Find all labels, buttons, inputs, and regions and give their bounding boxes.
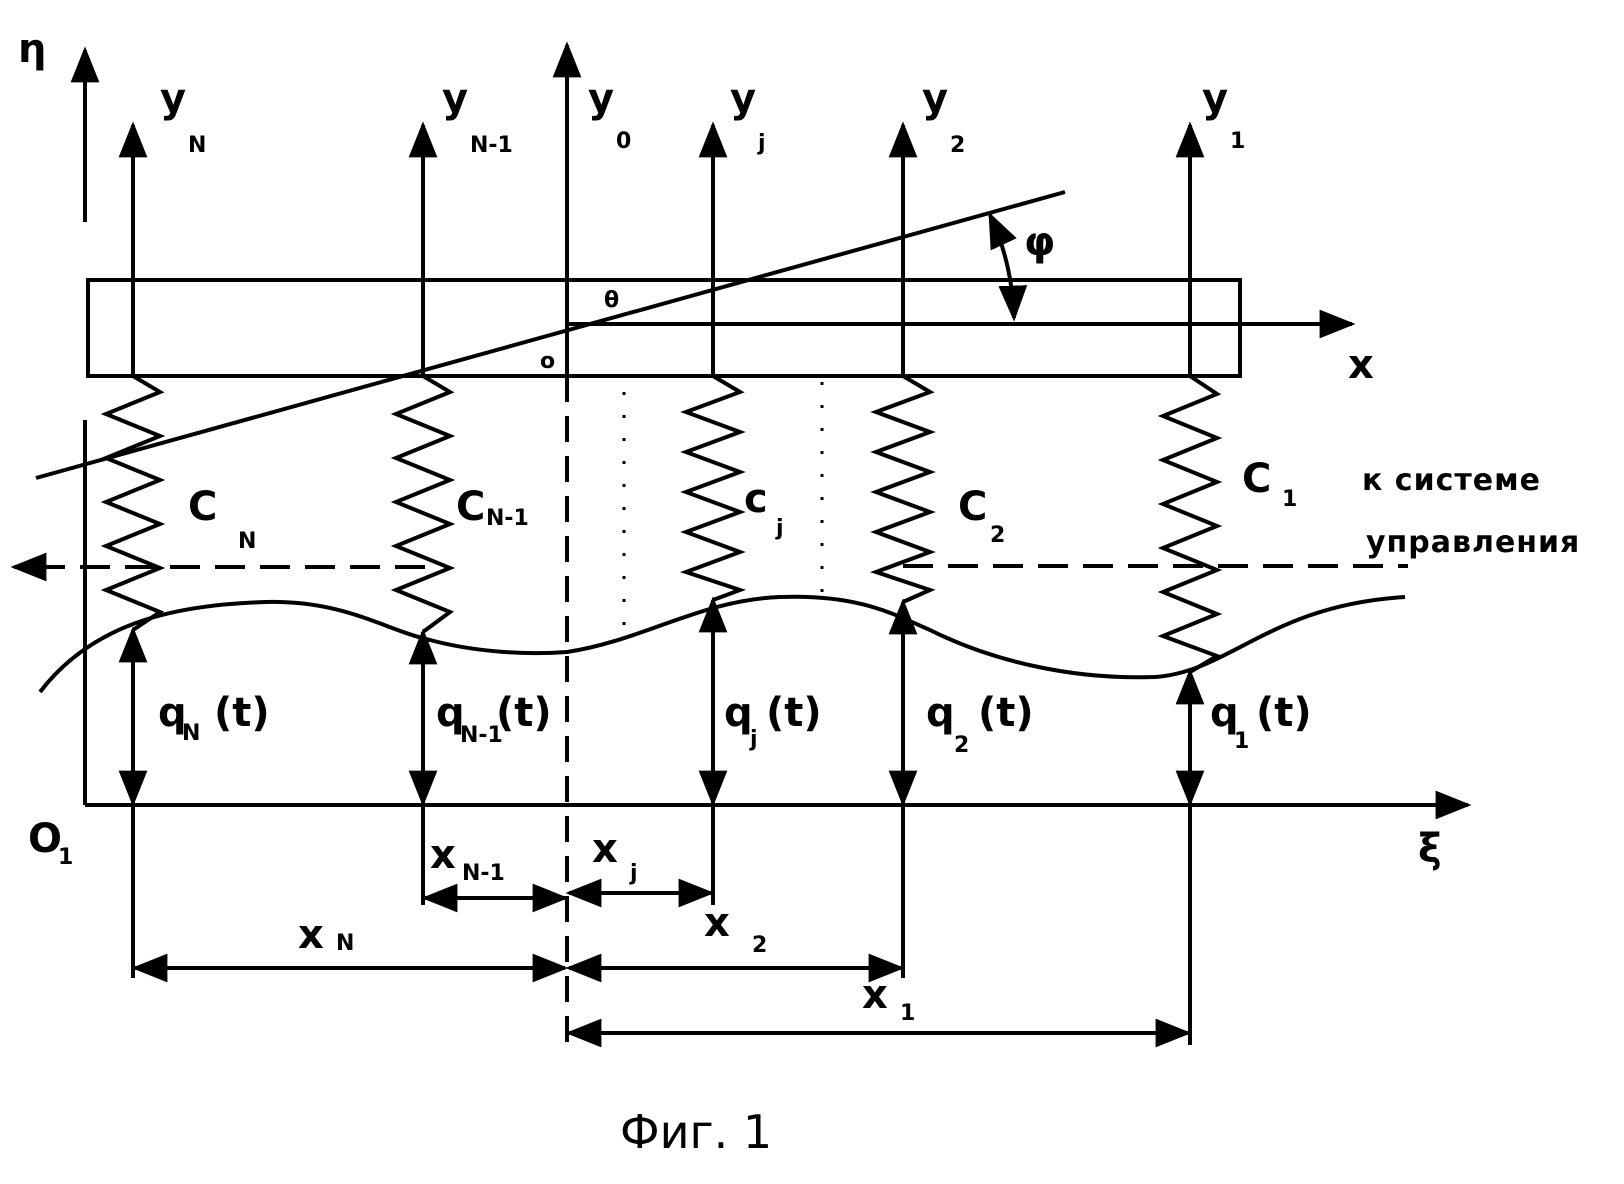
c-label-1: C bbox=[1242, 456, 1271, 502]
spring-2 bbox=[876, 376, 930, 602]
road-profile bbox=[40, 597, 1405, 692]
q-label-N-arg: (t) bbox=[214, 690, 270, 736]
q-label-2-sub: 2 bbox=[954, 733, 969, 758]
y-label-N: y bbox=[160, 76, 186, 122]
axis-xi-label: ξ bbox=[1418, 826, 1442, 872]
spring-N bbox=[106, 376, 160, 630]
axis-eta-label: η bbox=[18, 26, 46, 72]
dim-label-1-sub: 1 bbox=[900, 1001, 915, 1026]
y-label-j-sub: j bbox=[757, 131, 766, 156]
origin-sub: 1 bbox=[58, 845, 73, 870]
c-label-N: C bbox=[188, 484, 217, 530]
dim-label-2-sub: 2 bbox=[752, 933, 767, 958]
y-label-N-1: y bbox=[442, 76, 468, 122]
control-note-line2: управления bbox=[1366, 525, 1580, 560]
dim-label-N: x bbox=[298, 912, 324, 958]
q-label-1-arg: (t) bbox=[1256, 690, 1312, 736]
y-label-0-sub: 0 bbox=[616, 129, 631, 154]
dim-label-j-sub: j bbox=[629, 861, 638, 886]
c-label-2: C bbox=[958, 484, 987, 530]
y-label-N-1-sub: N-1 bbox=[470, 133, 513, 158]
q-label-j-arg: (t) bbox=[766, 690, 822, 736]
control-note-line1: к системе bbox=[1362, 463, 1541, 498]
origin-label: O bbox=[28, 816, 62, 862]
dim-label-1: x bbox=[862, 972, 888, 1018]
c-label-1-sub: 1 bbox=[1282, 487, 1297, 512]
q-label-j-sub: j bbox=[749, 727, 758, 752]
theta-label: θ bbox=[604, 288, 619, 313]
y-label-2-sub: 2 bbox=[950, 133, 965, 158]
y-label-1-sub: 1 bbox=[1230, 129, 1245, 154]
o-label: o bbox=[540, 349, 555, 374]
q-label-N-sub: N bbox=[182, 721, 200, 746]
body-beam bbox=[88, 280, 1240, 376]
c-label-2-sub: 2 bbox=[990, 523, 1005, 548]
dim-label-N-1: x bbox=[430, 832, 456, 878]
y-label-N-sub: N bbox=[188, 133, 206, 158]
dim-label-N-sub: N bbox=[336, 931, 354, 956]
c-label-N-1: C bbox=[456, 484, 485, 530]
figure-caption: Фиг. 1 bbox=[620, 1105, 772, 1159]
angle-phi-label: φ bbox=[1024, 219, 1055, 265]
axis-x-label: x bbox=[1348, 342, 1374, 388]
q-label-2-arg: (t) bbox=[978, 690, 1034, 736]
q-label-N-1-arg: (t) bbox=[496, 690, 552, 736]
spring-1 bbox=[1163, 376, 1217, 672]
q-label-2: q bbox=[926, 690, 955, 736]
q-label-j: q bbox=[724, 690, 753, 736]
dim-label-j: x bbox=[592, 826, 618, 872]
c-label-N-1-sub: N-1 bbox=[486, 506, 529, 531]
inclined-line bbox=[36, 192, 1065, 478]
y-label-j: y bbox=[730, 76, 756, 122]
y-label-0: y bbox=[588, 76, 614, 122]
c-label-j: c bbox=[744, 476, 768, 522]
q-label-1-sub: 1 bbox=[1234, 729, 1249, 754]
c-label-N-sub: N bbox=[238, 529, 256, 554]
y-label-2: y bbox=[922, 76, 948, 122]
dim-label-N-1-sub: N-1 bbox=[462, 861, 505, 886]
y-label-1: y bbox=[1202, 76, 1228, 122]
angle-phi-arc bbox=[990, 215, 1014, 318]
c-label-j-sub: j bbox=[775, 516, 784, 541]
dim-label-2: x bbox=[704, 900, 730, 946]
spring-N-1 bbox=[396, 376, 450, 632]
spring-j bbox=[686, 376, 740, 600]
